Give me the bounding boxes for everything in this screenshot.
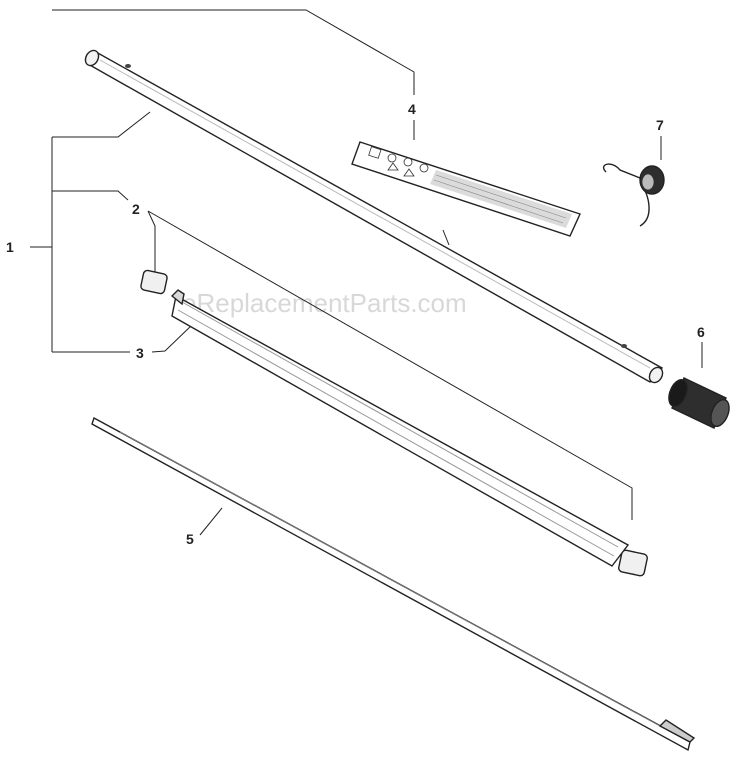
callout-2: 2: [132, 201, 140, 217]
shaft-liner: [170, 289, 630, 567]
end-cap-bottom: [618, 549, 648, 577]
leader-1-bracket: [30, 111, 151, 353]
leader-2: [147, 210, 633, 520]
drive-shaft: [91, 416, 696, 752]
callout-6: 6: [697, 324, 705, 340]
end-cap-top: [140, 269, 168, 295]
callout-1: 1: [6, 239, 14, 255]
callout-4: 4: [408, 101, 416, 117]
leader-3: [151, 324, 193, 353]
main-shaft-tube: [84, 49, 664, 384]
hanger-hook: [602, 163, 665, 227]
watermark-text: eReplacementParts.com: [182, 288, 467, 318]
callout-7: 7: [656, 117, 664, 133]
grip: [668, 377, 730, 429]
callout-5: 5: [186, 531, 194, 547]
leader-4-label: [442, 229, 450, 246]
leader-5: [199, 507, 223, 536]
leader-lines: [30, 9, 703, 536]
leader-4: [52, 9, 415, 140]
callout-3: 3: [136, 345, 144, 361]
warning-label: [351, 141, 581, 237]
